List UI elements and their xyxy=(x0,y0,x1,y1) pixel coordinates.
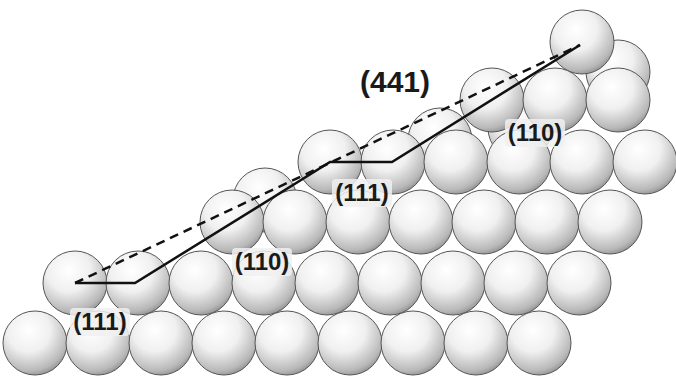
atom xyxy=(169,251,233,315)
atom xyxy=(381,311,445,375)
atom xyxy=(507,311,571,375)
atom xyxy=(255,311,319,375)
plane-label: (111) xyxy=(70,308,129,336)
plane-line xyxy=(75,45,580,283)
atom xyxy=(358,251,422,315)
plane-label: (110) xyxy=(505,119,566,147)
atom xyxy=(129,311,193,375)
atom xyxy=(424,130,488,194)
atom xyxy=(515,190,579,254)
plane-label: (110) xyxy=(232,248,293,276)
atom xyxy=(192,311,256,375)
plane-label: (441) xyxy=(357,65,433,100)
atom xyxy=(586,68,650,132)
atom xyxy=(295,251,359,315)
atom xyxy=(421,251,485,315)
atom xyxy=(3,311,67,375)
atom xyxy=(444,311,508,375)
atom xyxy=(452,190,516,254)
atom xyxy=(263,190,327,254)
atom xyxy=(613,130,676,194)
atom xyxy=(550,10,614,74)
plane-label: (111) xyxy=(332,179,391,207)
atom xyxy=(389,190,453,254)
atom xyxy=(578,190,642,254)
atom xyxy=(547,251,611,315)
facet-line xyxy=(75,45,580,283)
atom xyxy=(318,311,382,375)
atom xyxy=(484,251,548,315)
